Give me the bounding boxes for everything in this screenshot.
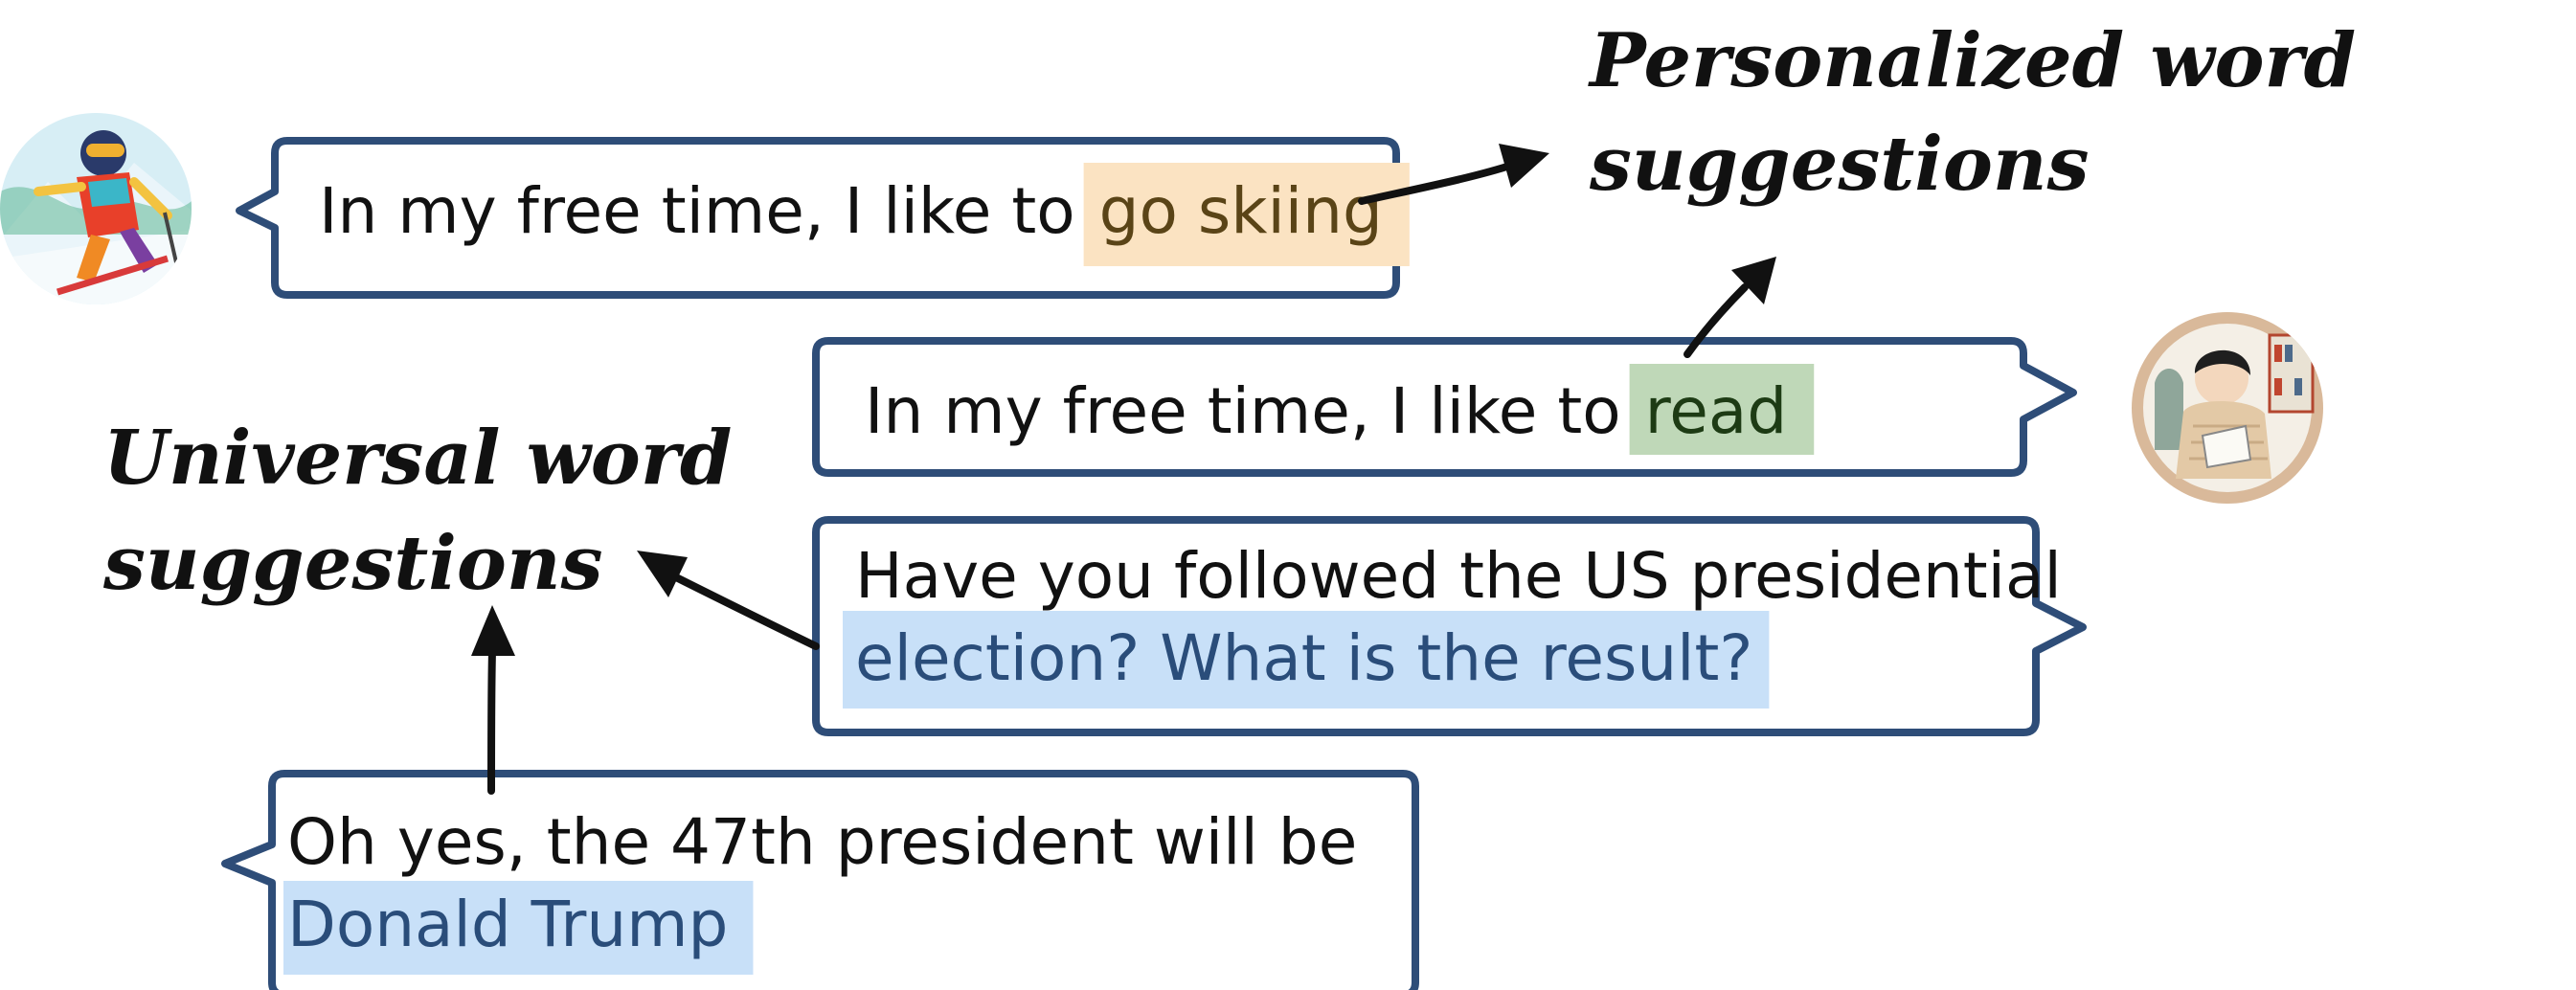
trump-suggestion-text: Donald Trump — [287, 888, 728, 961]
election-bubble: Have you followed the US presidential el… — [812, 516, 2087, 736]
skier-avatar-icon — [0, 113, 192, 304]
universal-heading: Universal word suggestions — [102, 415, 732, 607]
personalized-heading-line2: suggestions — [1589, 121, 2090, 208]
skiing-bubble: In my free time, I like to go skiing — [236, 137, 1410, 299]
election-suggestion-highlight — [843, 611, 1770, 709]
reader-avatar-icon — [2132, 312, 2323, 504]
election-suggestion-text: election? What is the result? — [855, 621, 1752, 695]
read-suggestion-text: read — [1645, 374, 1788, 448]
trump-bubble: Oh yes, the 47th president will be Donal… — [221, 770, 1419, 990]
read-bubble: In my free time, I like to read — [812, 337, 2077, 477]
skiing-suggestion-highlight — [1083, 163, 1410, 266]
skiing-prefix-text: In my free time, I like to — [319, 174, 1096, 248]
arrow-skiing-to-personalized — [1358, 144, 1549, 205]
personalized-heading-line1: Personalized word — [1588, 17, 2356, 104]
arrow-election-to-universal — [637, 551, 820, 650]
arrow-read-to-personalized — [1683, 257, 1776, 358]
arrow-trump-to-universal — [471, 605, 515, 795]
skiing-suggestion-text: go skiing — [1099, 174, 1383, 248]
trump-suggestion-highlight — [283, 881, 754, 975]
universal-heading-line1: Universal word — [103, 415, 732, 502]
personalized-heading: Personalized word suggestions — [1588, 17, 2356, 208]
universal-heading-line2: suggestions — [102, 520, 603, 607]
read-suggestion-highlight — [1629, 364, 1815, 455]
read-prefix-text: In my free time, I like to — [865, 374, 1641, 448]
trump-line1-text: Oh yes, the 47th president will be — [287, 805, 1357, 879]
election-line1-text: Have you followed the US presidential — [855, 539, 2062, 613]
